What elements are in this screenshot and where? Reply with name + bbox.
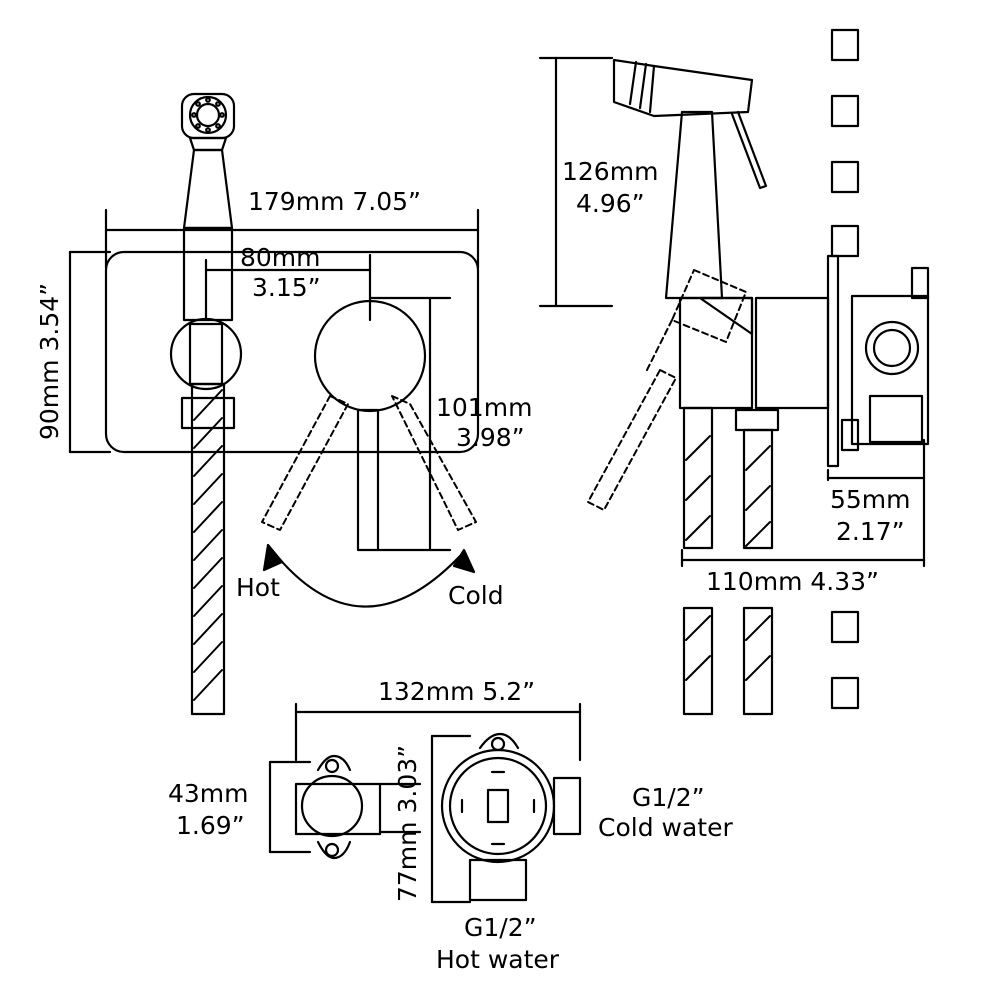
wall-plate: [104, 250, 480, 454]
rotation-arrow: [270, 548, 462, 608]
side-sprayer-dim-in: 4.96”: [576, 189, 645, 218]
cold-label: Cold: [448, 581, 504, 610]
sprayer-holder: [169, 317, 243, 391]
hot-label: Hot: [236, 573, 280, 602]
side-depth-dim-in: 2.17”: [836, 517, 905, 546]
front-view: [68, 92, 480, 716]
hose: [190, 382, 226, 716]
side-depth-dim-mm: 55mm: [830, 485, 911, 514]
front-handle-dim-mm: 101mm: [436, 393, 532, 422]
front-handle-dim-in: 3.98”: [456, 423, 525, 452]
front-width-dim: 179mm 7.05”: [248, 187, 421, 216]
mixer-lever: [356, 408, 380, 552]
valve-view: [268, 702, 582, 904]
side-total-depth-dim: 110mm 4.33”: [706, 567, 879, 596]
wall-segments: [830, 28, 860, 710]
valve-width-dim: 132mm 5.2”: [378, 677, 535, 706]
side-sprayer-dim-mm: 126mm: [562, 157, 658, 186]
hot-water-size: G1/2”: [464, 913, 537, 942]
hot-water-label: Hot water: [436, 945, 560, 974]
front-spacing-dim-mm: 80mm: [240, 243, 321, 272]
valve-height-dim: 77mm 3.03”: [393, 745, 422, 902]
side-view: [538, 28, 930, 716]
cold-water-size: G1/2”: [632, 783, 705, 812]
front-spacing-dim-in: 3.15”: [252, 273, 321, 302]
valve-left-dim-in: 1.69”: [176, 811, 245, 840]
front-height-dim: 90mm 3.54”: [35, 283, 64, 440]
cold-water-label: Cold water: [598, 813, 733, 842]
valve-left-dim-mm: 43mm: [168, 779, 249, 808]
sprayer-head: [180, 92, 236, 322]
valve-body: [440, 748, 556, 864]
